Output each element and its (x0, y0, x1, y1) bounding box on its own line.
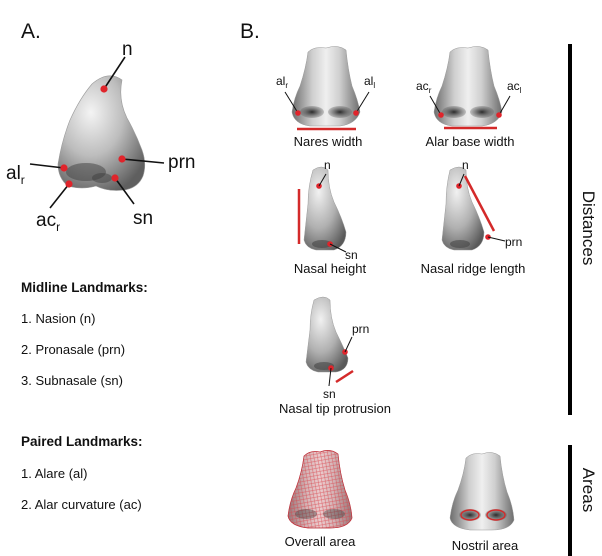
side-nose-shape (305, 296, 349, 373)
landmark-ac-label: acr (36, 210, 60, 234)
nostril-outline-right (486, 509, 506, 521)
overall-area-figure: Overall area (285, 450, 357, 549)
nares-width-caption: Nares width (294, 134, 363, 149)
side-nose-shape (303, 166, 347, 251)
nares-width-figure: alr all Nares width (276, 46, 375, 149)
midline-title: Midline Landmarks: (21, 280, 148, 295)
nostril-shadow (66, 163, 106, 181)
landmark-n-dot (100, 85, 108, 93)
nostril-area-caption: Nostril area (452, 538, 519, 553)
landmark-al-label: alr (6, 163, 25, 187)
nostril-outline-left (460, 509, 480, 521)
panel-a-landmarks: n prn sn alr acr (6, 39, 195, 234)
prn-label: prn (352, 322, 369, 336)
paired-title: Paired Landmarks: (21, 434, 143, 449)
ac-l-label: acl (507, 79, 522, 95)
nostril-area-figure: Nostril area (449, 452, 519, 553)
front-nose-shape (433, 46, 503, 127)
nasal-tip-line (335, 369, 354, 384)
nasal-tip-protrusion-figure: prn sn Nasal tip protrusion (279, 296, 391, 416)
al-r-label: alr (276, 74, 288, 90)
panel-a-label: A. (21, 20, 41, 43)
sn-label: sn (345, 248, 358, 262)
midline-item: 2. Pronasale (prn) (21, 342, 125, 357)
midline-landmarks: Midline Landmarks: 1. Nasion (n) 2. Pron… (21, 280, 148, 388)
prn-label: prn (505, 235, 522, 249)
landmark-prn-label: prn (168, 152, 195, 173)
nasal-height-caption: Nasal height (294, 261, 367, 276)
area-mesh (287, 450, 353, 529)
sn-label: sn (323, 387, 336, 401)
landmark-prn-dot (118, 155, 126, 163)
paired-item: 2. Alar curvature (ac) (21, 497, 142, 512)
ac-r-label: acr (416, 79, 432, 95)
nasal-tip-protrusion-caption: Nasal tip protrusion (279, 401, 391, 416)
panel-a-nose (57, 75, 146, 191)
nasal-ridge-length-figure: n prn Nasal ridge length (421, 158, 526, 276)
nasal-ridge-length-caption: Nasal ridge length (421, 261, 526, 276)
midline-item: 3. Subnasale (sn) (21, 373, 123, 388)
landmark-dot (295, 110, 301, 116)
landmark-sn-dot (111, 174, 119, 182)
landmark-n-label: n (122, 39, 133, 60)
landmark-al-dot (60, 164, 68, 172)
paired-landmarks: Paired Landmarks: 1. Alare (al) 2. Alar … (21, 434, 143, 512)
panel-b-label: B. (240, 20, 260, 43)
landmark-sn-label: sn (133, 208, 153, 229)
front-nose-shape (291, 46, 361, 127)
paired-item: 1. Alare (al) (21, 466, 87, 481)
landmark-dot (496, 112, 502, 118)
landmark-dot (438, 112, 444, 118)
alar-base-width-caption: Alar base width (426, 134, 515, 149)
side-nose-shape (441, 166, 485, 251)
n-label: n (462, 158, 469, 172)
nasal-height-figure: n sn Nasal height (294, 158, 367, 276)
areas-label: Areas (579, 468, 598, 512)
nasal-ridge-line (463, 175, 496, 232)
alar-base-width-figure: acr acl Alar base width (416, 46, 522, 149)
n-label: n (324, 158, 331, 172)
al-l-label: all (364, 74, 375, 90)
overall-area-caption: Overall area (285, 534, 357, 549)
landmark-ac-dot (65, 180, 73, 188)
midline-item: 1. Nasion (n) (21, 311, 95, 326)
landmark-dot (353, 110, 359, 116)
distances-label: Distances (579, 191, 598, 266)
